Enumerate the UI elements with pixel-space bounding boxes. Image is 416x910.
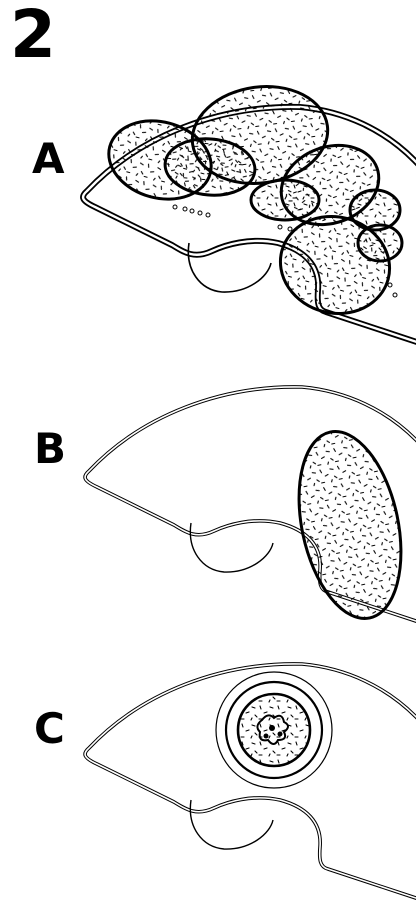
- panel-c-cell: [85, 664, 416, 905]
- panel-a-cell: [83, 78, 416, 348]
- panel-b-cell: [85, 387, 416, 628]
- panel-c-notch-circle: [190, 800, 273, 849]
- panel-c-cyst: [216, 672, 332, 788]
- panel-a-chloroplasts: [100, 78, 402, 326]
- panel-a-notch-circle: [188, 243, 271, 292]
- panel-b-chloroplast: [283, 422, 416, 628]
- panel-b-notch-circle: [190, 523, 273, 572]
